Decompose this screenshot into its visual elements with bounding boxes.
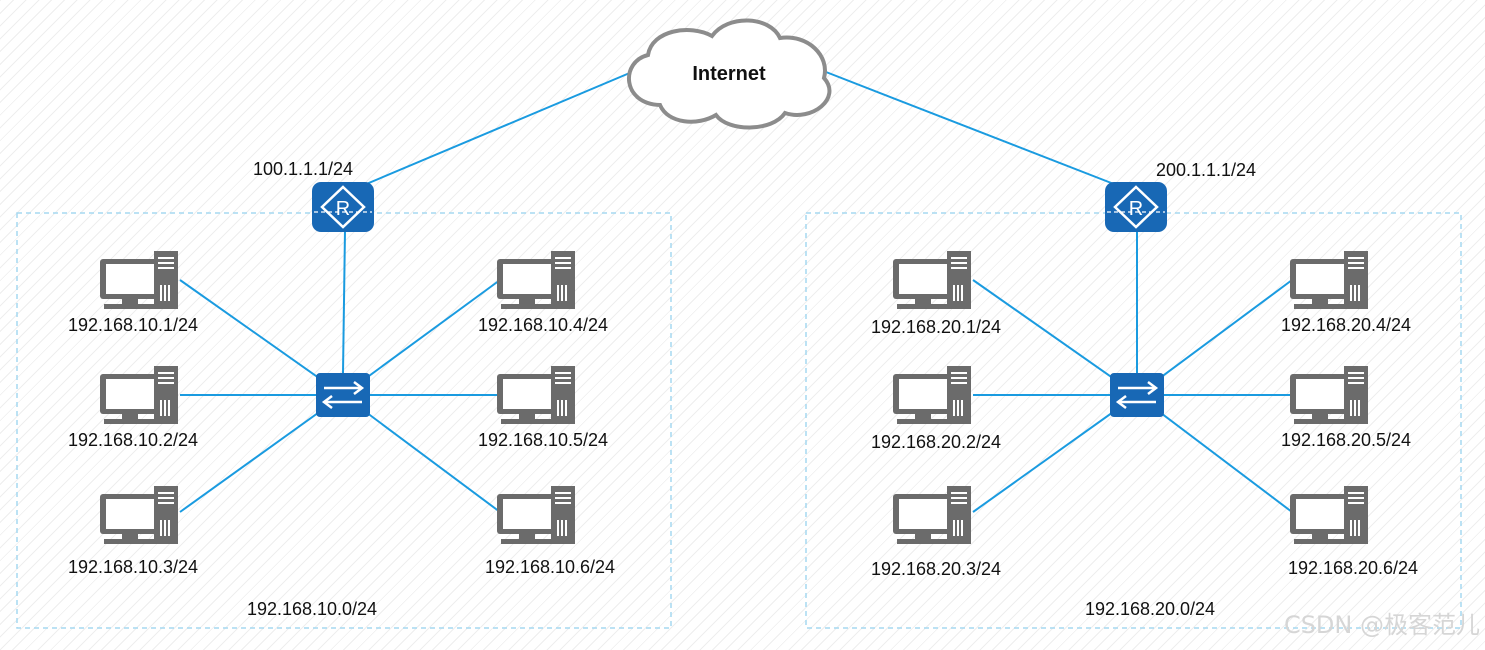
host-ip-label: 192.168.10.6/24	[485, 557, 615, 577]
host-ip-label: 192.168.10.2/24	[68, 430, 198, 450]
left-router-icon	[310, 180, 376, 234]
pc-icon	[497, 251, 575, 309]
pc-icon	[893, 251, 971, 309]
links	[179, 71, 1293, 513]
pc-icon	[893, 366, 971, 424]
link-cloud-right-router	[825, 71, 1138, 194]
right-switch-icon	[1108, 371, 1166, 419]
host-ip-label: 192.168.20.4/24	[1281, 315, 1411, 335]
host-ip-label: 192.168.20.2/24	[871, 432, 1001, 452]
internet-label: Internet	[692, 63, 766, 85]
right-router-icon	[1103, 180, 1169, 234]
pc-icon	[1290, 486, 1368, 544]
right-network-label: 192.168.20.0/24	[1085, 599, 1215, 619]
pc-icon	[1290, 251, 1368, 309]
left-switch-icon	[314, 371, 372, 419]
host-ip-label: 192.168.10.1/24	[68, 315, 198, 335]
pc-icon	[497, 366, 575, 424]
host-ip-label: 192.168.10.4/24	[478, 315, 608, 335]
host-ip-label: 192.168.20.5/24	[1281, 430, 1411, 450]
pc-icon	[100, 486, 178, 544]
host-ip-label: 192.168.10.5/24	[478, 430, 608, 450]
pc-icon	[893, 486, 971, 544]
left-router-ip: 100.1.1.1/24	[253, 159, 353, 179]
csdn-watermark: CSDN @极客范儿	[1284, 611, 1480, 639]
right-router-ip: 200.1.1.1/24	[1156, 160, 1256, 180]
internet-cloud-icon: Internet	[626, 18, 832, 130]
pc-icon	[1290, 366, 1368, 424]
pc-icon	[100, 251, 178, 309]
left-network-label: 192.168.10.0/24	[247, 599, 377, 619]
host-ip-label: 192.168.20.3/24	[871, 559, 1001, 579]
pc-icon	[497, 486, 575, 544]
host-ip-label: 192.168.20.6/24	[1288, 558, 1418, 578]
link-cloud-left-router	[344, 71, 633, 194]
pc-icon	[100, 366, 178, 424]
host-ip-label: 192.168.20.1/24	[871, 317, 1001, 337]
host-ip-label: 192.168.10.3/24	[68, 557, 198, 577]
link-left-router-switch	[342, 229, 346, 374]
